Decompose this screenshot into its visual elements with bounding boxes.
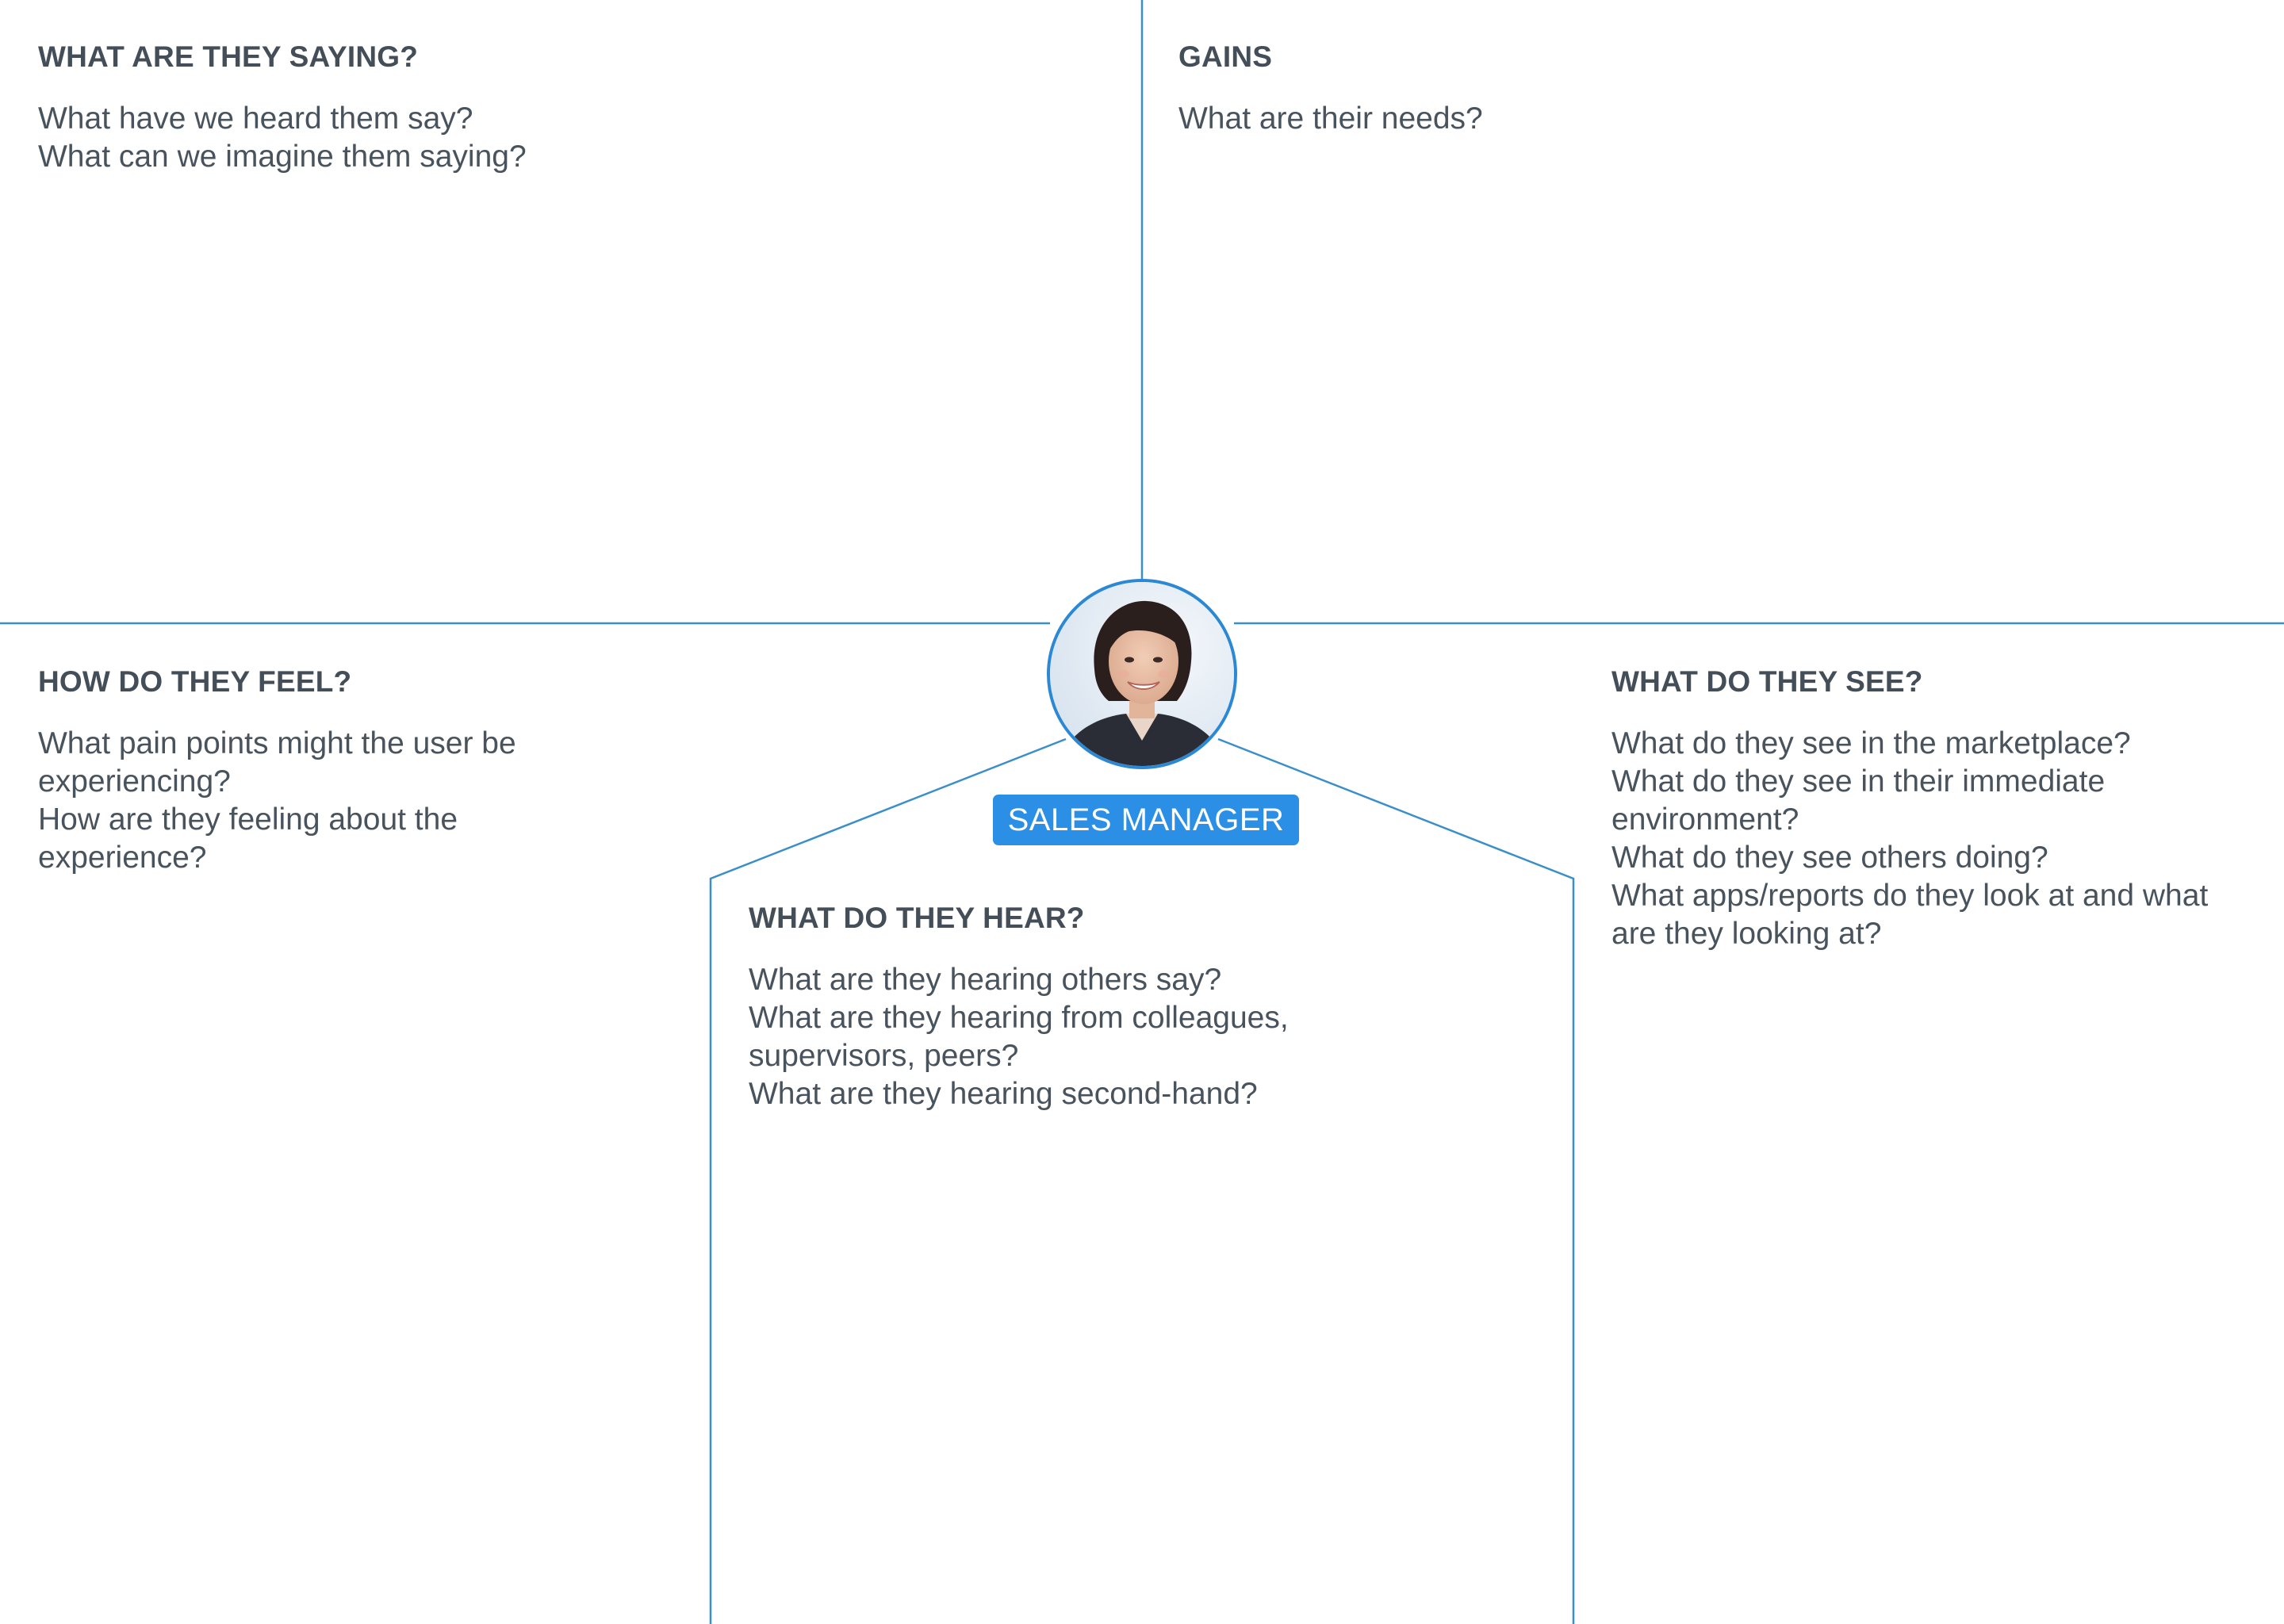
feel-prompts: What pain points might the user be exper… (38, 725, 585, 877)
feel-prompt: How are they feeling about the experienc… (38, 802, 458, 875)
see-title: WHAT DO THEY SEE? (1611, 665, 1923, 698)
see-section: WHAT DO THEY SEE? What do they see in th… (1611, 665, 2246, 953)
gains-section: GAINS What are their needs? (1178, 40, 2249, 138)
hear-title: WHAT DO THEY HEAR? (749, 902, 1085, 934)
saying-prompts: What have we heard them say? What can we… (38, 100, 1109, 176)
portrait-photo (1050, 582, 1234, 766)
see-prompt: What apps/reports do they look at and wh… (1611, 879, 2209, 951)
saying-prompt: What can we imagine them saying? (38, 140, 527, 174)
feel-prompt: What pain points might the user be exper… (38, 726, 516, 799)
feel-title: HOW DO THEY FEEL? (38, 665, 352, 698)
hear-prompt: What are they hearing others say? (749, 963, 1222, 997)
saying-section: WHAT ARE THEY SAYING? What have we heard… (38, 40, 1109, 176)
hear-prompt: What are they hearing second-hand? (749, 1077, 1258, 1111)
persona-role-label: SALES MANAGER (993, 795, 1299, 845)
saying-prompt: What have we heard them say? (38, 102, 473, 136)
gains-title: GAINS (1178, 40, 1273, 73)
see-prompt: What do they see in the marketplace? (1611, 726, 2131, 760)
gains-prompts: What are their needs? (1178, 100, 2249, 138)
see-prompts: What do they see in the marketplace? Wha… (1611, 725, 2246, 953)
hear-region-outline-right (1217, 737, 1575, 1624)
gains-prompt: What are their needs? (1178, 102, 1483, 136)
saying-title: WHAT ARE THEY SAYING? (38, 40, 419, 73)
persona-avatar (1047, 579, 1237, 769)
hear-section: WHAT DO THEY HEAR? What are they hearing… (749, 901, 1336, 1113)
hear-prompts: What are they hearing others say? What a… (749, 961, 1336, 1113)
see-prompt: What do they see others doing? (1611, 841, 2048, 875)
hear-region-outline (709, 737, 1067, 1624)
feel-section: HOW DO THEY FEEL? What pain points might… (38, 665, 585, 877)
hear-prompt: What are they hearing from colleagues, s… (749, 1001, 1289, 1073)
see-prompt: What do they see in their immediate envi… (1611, 764, 2106, 837)
